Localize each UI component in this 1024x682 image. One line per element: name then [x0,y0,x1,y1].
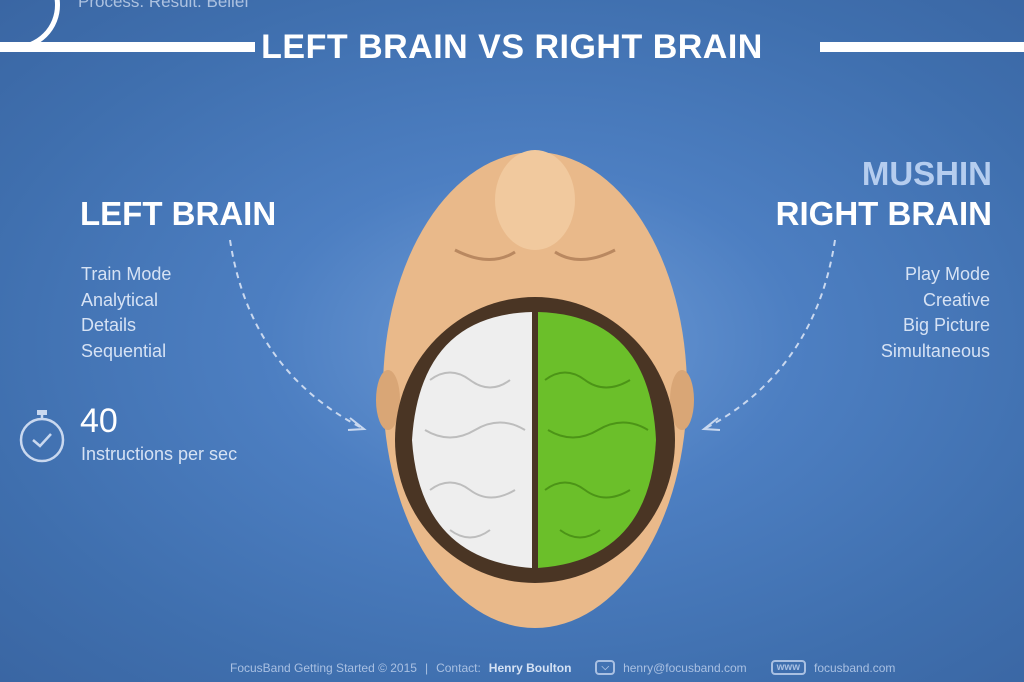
list-item: Details [81,315,137,335]
page-title: LEFT BRAIN VS RIGHT BRAIN [261,28,763,66]
stopwatch-icon [19,410,65,463]
arrow-left [229,239,363,429]
footer-email[interactable]: henry@focusband.com [623,660,747,675]
footer-separator: | [424,660,429,675]
footer-contact-label: Contact: [436,660,481,675]
footer: FocusBand Getting Started © 2015 | Conta… [230,660,895,675]
right-hemisphere [538,312,656,568]
instructions-value: 40 [80,402,118,440]
list-item: Train Mode [81,264,172,284]
mail-icon: ⌵ [595,660,616,675]
list-item: Play Mode [904,264,990,284]
footer-copyright: FocusBand Getting Started © 2015 [230,660,417,675]
title-divider-left [0,42,255,52]
mushin-label: MUSHIN [861,155,992,192]
www-icon: www [770,660,806,675]
footer-website[interactable]: focusband.com [814,660,896,675]
tagline: Process. Result. Belief [78,0,250,11]
list-item: Sequential [81,340,167,361]
footer-contact-name: Henry Boulton [488,660,572,675]
title-divider-right [820,42,1024,52]
right-brain-list: Play Mode Creative Big Picture Simultane… [881,262,990,364]
list-item: Creative [922,289,990,310]
instructions-label: Instructions per sec [81,444,238,464]
arrow-right [705,239,836,429]
left-hemisphere [412,312,532,568]
list-item: Analytical [81,289,159,310]
list-item: Big Picture [902,315,990,335]
left-brain-heading: LEFT BRAIN [80,195,277,232]
right-brain-heading: RIGHT BRAIN [775,195,992,232]
left-brain-list: Train Mode Analytical Details Sequential [81,262,171,364]
list-item: Simultaneous [880,340,990,361]
